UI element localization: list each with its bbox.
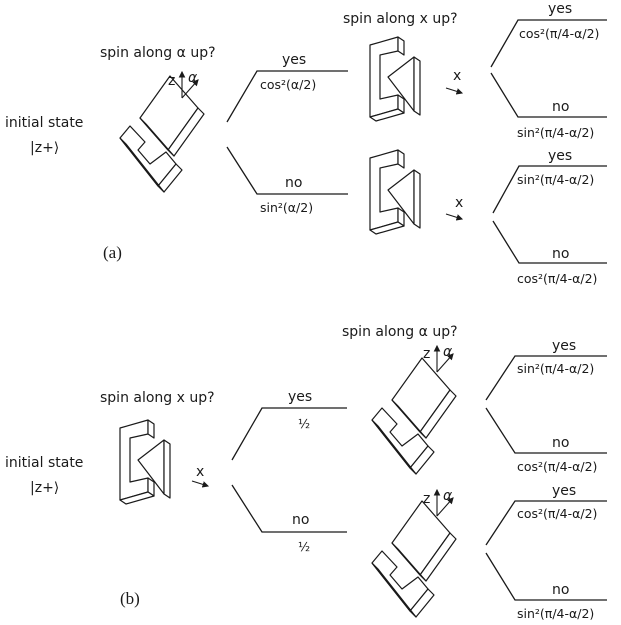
axis-alpha-arrow-bottom-b [436,497,454,517]
panel-b: initial state |z+⟩ spin along x up? x ye… [5,324,607,621]
bottom-no-prob-a: cos²(π/4-α/2) [517,271,597,286]
no-label-a: no [285,175,302,191]
branch-bottom-no-a [492,220,607,264]
magnet-alpha-a [119,75,205,193]
top-no-label-b: no [552,435,569,451]
top-no-prob-b: cos²(π/4-α/2) [517,459,597,474]
branch-top-no-a [490,72,607,118]
axis-alpha-arrow-top-b [436,353,454,373]
initial-state-label-b: initial state [5,455,83,471]
axis-z-a: z [168,73,175,89]
bottom-no-prob-b: sin²(π/4-α/2) [517,606,594,621]
branch-yes-a [226,70,348,123]
branch-no-b [231,484,347,533]
axis-x-arrow-bottom-a [445,213,464,221]
top-yes-label-a: yes [548,1,572,17]
branch-top-yes-a [490,19,607,68]
yes-prob-b: ½ [298,416,310,431]
branch-no-a [226,146,348,195]
axis-z-bottom-b: z [423,491,430,507]
bottom-yes-label-a: yes [548,148,572,164]
top-yes-label-b: yes [552,338,576,354]
no-label-b: no [292,512,309,528]
branch-top-no-b [485,407,607,454]
axis-x-bottom-a: x [455,195,463,211]
axis-alpha-top-b: α [443,344,453,360]
panel-label-b: (b) [120,589,140,608]
no-prob-b: ½ [298,539,310,554]
axis-x-top-a: x [453,68,461,84]
top-yes-prob-a: cos²(π/4-α/2) [519,26,599,41]
yes-prob-a: cos²(α/2) [260,77,316,92]
axis-alpha-arrow-a [181,79,199,99]
magnet-alpha-top-b [371,357,457,475]
bottom-no-label-a: no [552,246,569,262]
axis-alpha-a: α [188,70,198,86]
ket-label-a: |z+⟩ [30,140,59,156]
top-no-label-a: no [552,99,569,115]
panel-a: initial state |z+⟩ spin along α up? z α … [5,1,607,286]
panel-label-a: (a) [103,243,122,262]
question-x-b: spin along x up? [100,390,215,406]
branch-bottom-no-b [485,552,607,601]
ket-label-b: |z+⟩ [30,480,59,496]
no-prob-a: sin²(α/2) [260,200,313,215]
magnet-alpha-bottom-b [371,500,457,618]
magnet-x-b [119,419,171,505]
yes-label-a: yes [282,52,306,68]
branch-bottom-yes-b [485,500,607,546]
question-x-a: spin along x up? [343,11,458,27]
branch-yes-b [231,407,347,461]
bottom-no-label-b: no [552,582,569,598]
question-alpha-a: spin along α up? [100,45,216,61]
bottom-yes-prob-a: sin²(π/4-α/2) [517,172,594,187]
yes-label-b: yes [288,389,312,405]
branch-bottom-yes-a [492,165,607,214]
axis-x-arrow-top-a [445,87,464,95]
top-no-prob-a: sin²(π/4-α/2) [517,125,594,140]
axis-alpha-bottom-b: α [443,488,453,504]
branch-top-yes-b [485,355,607,401]
question-alpha-b: spin along α up? [342,324,458,340]
bottom-yes-label-b: yes [552,483,576,499]
magnet-x-top-a [369,36,421,122]
bottom-yes-prob-b: cos²(π/4-α/2) [517,506,597,521]
top-yes-prob-b: sin²(π/4-α/2) [517,361,594,376]
axis-z-top-b: z [423,346,430,362]
magnet-x-bottom-a [369,149,421,235]
axis-x-b: x [196,464,204,480]
axis-x-arrow-b [191,480,210,488]
initial-state-label-a: initial state [5,115,83,131]
